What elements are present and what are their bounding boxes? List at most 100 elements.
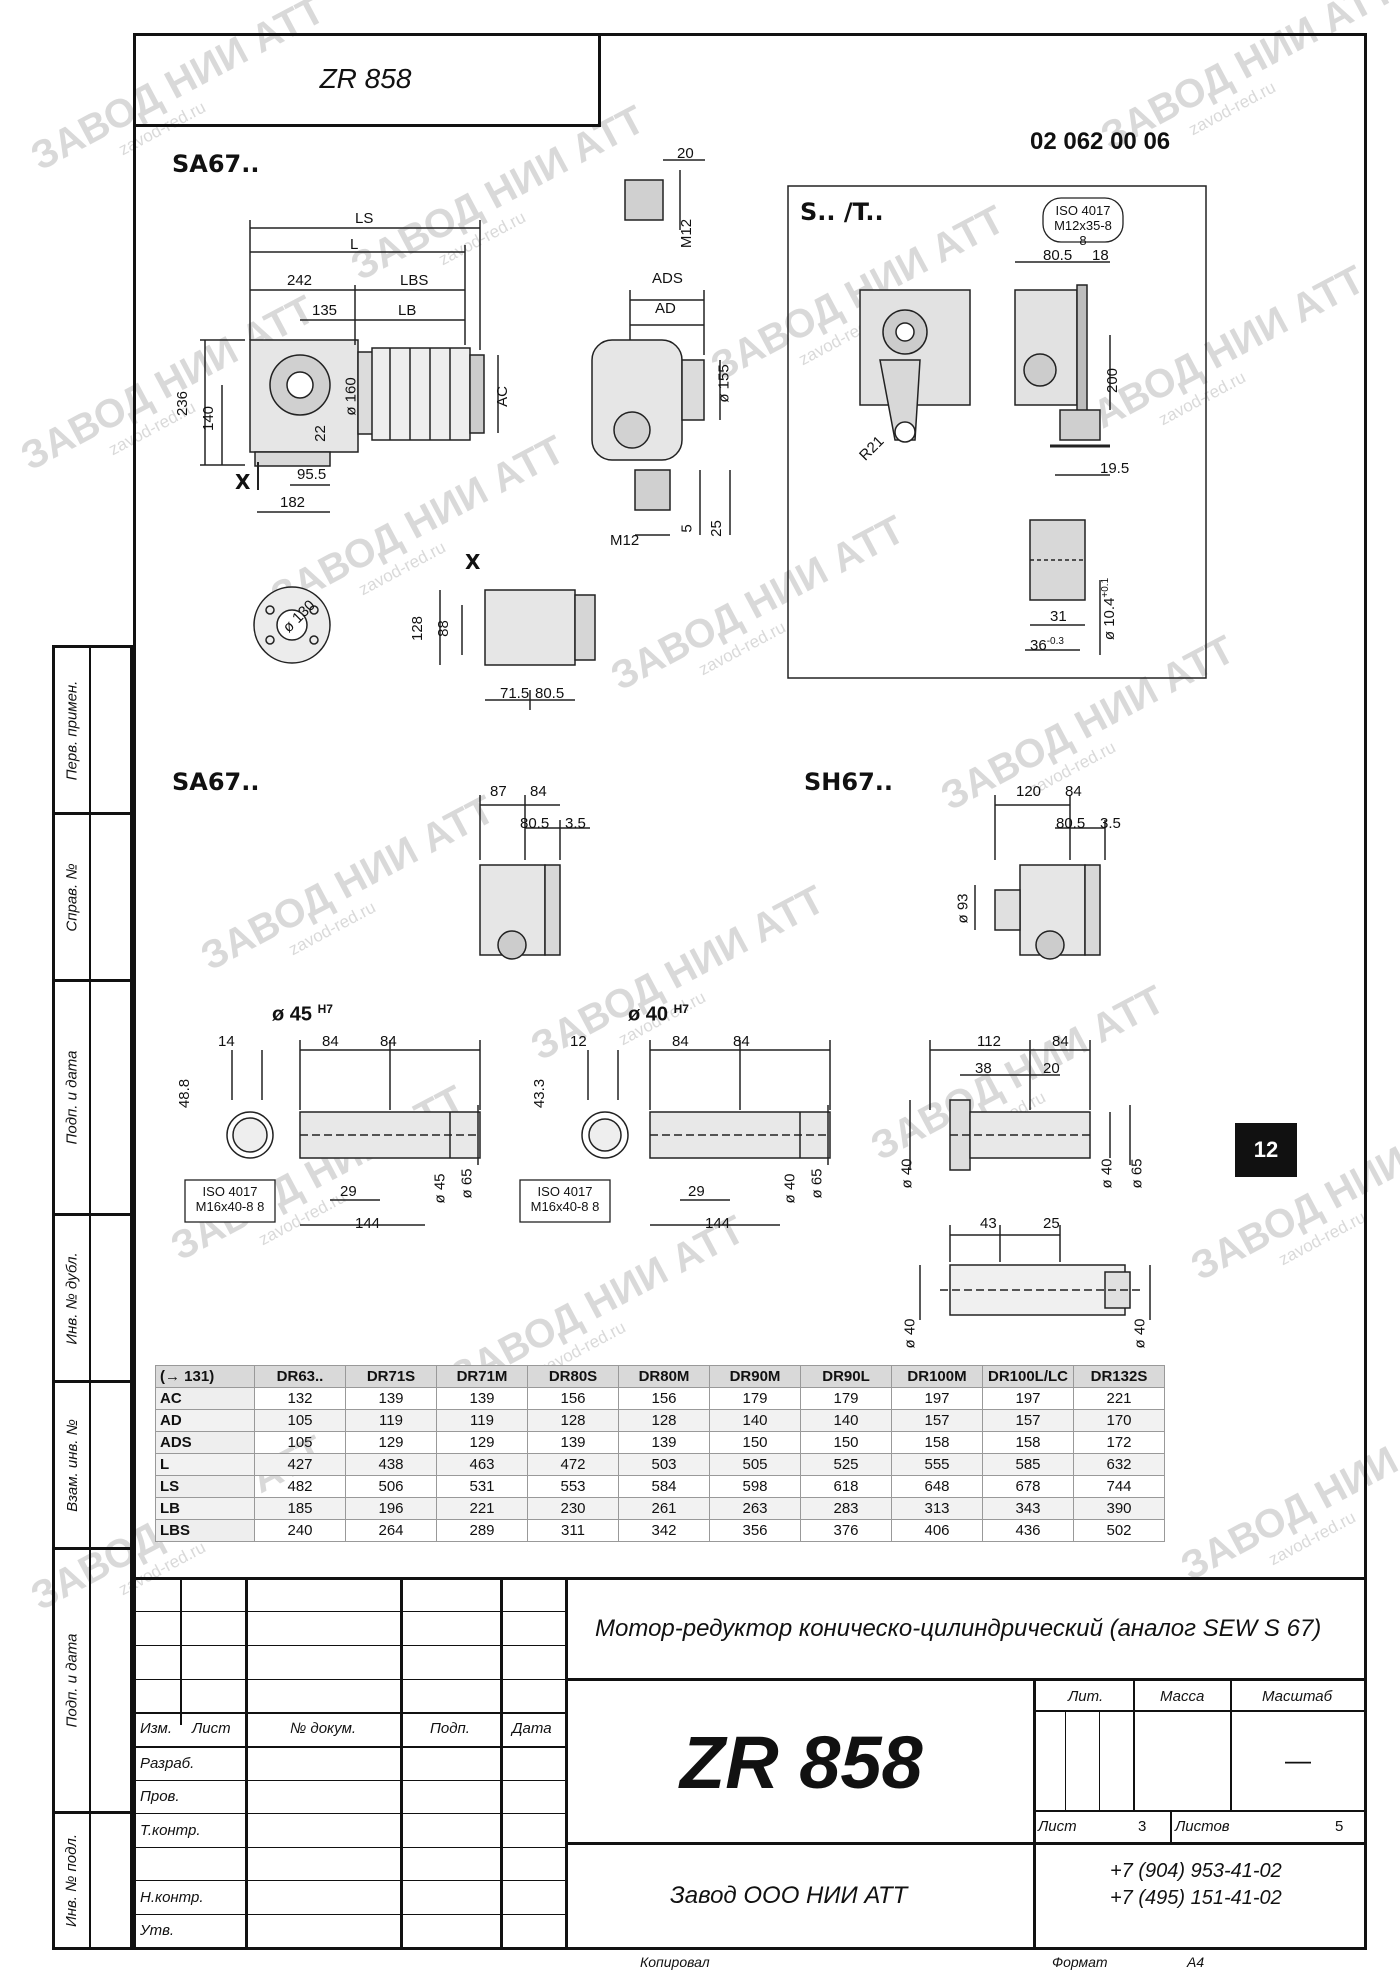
dim-label: 140 bbox=[200, 405, 218, 432]
dim-label: 80.5 bbox=[1056, 815, 1086, 832]
table-row-label: AC bbox=[155, 1387, 255, 1410]
tb-line bbox=[565, 1842, 1367, 1845]
table-row-label: LS bbox=[155, 1475, 255, 1498]
table-cell: 140 bbox=[709, 1409, 801, 1432]
dim-label: 87 bbox=[490, 783, 507, 800]
table-cell: 105 bbox=[254, 1431, 346, 1454]
dim-label: 80.5 bbox=[520, 815, 550, 832]
dim-label: 84 bbox=[322, 1033, 339, 1050]
tb-nkontr: Н.контр. bbox=[140, 1889, 204, 1906]
dim-label: 84 bbox=[672, 1033, 689, 1050]
tb-line bbox=[180, 1577, 182, 1725]
tb-line bbox=[133, 1780, 565, 1781]
dim-label: 84 bbox=[380, 1033, 397, 1050]
table-cell: 585 bbox=[982, 1453, 1074, 1476]
table-cell: 648 bbox=[891, 1475, 983, 1498]
tb-line bbox=[1033, 1678, 1036, 1950]
dim-label: 84 bbox=[1052, 1033, 1069, 1050]
table-cell: 502 bbox=[1073, 1519, 1165, 1542]
table-cell: 618 bbox=[800, 1475, 892, 1498]
table-row-label: LB bbox=[155, 1497, 255, 1520]
dim-label: 200 bbox=[1104, 367, 1122, 394]
dim-label: 128 bbox=[409, 615, 427, 642]
dim-label: 95.5 bbox=[297, 466, 327, 483]
label-shaft-40: ø 40 H7 bbox=[628, 1002, 689, 1026]
table-column-header: DR90M bbox=[709, 1365, 801, 1388]
tb-line bbox=[1033, 1710, 1367, 1712]
header-code: ZR 858 bbox=[133, 33, 601, 127]
table-cell: 555 bbox=[891, 1453, 983, 1476]
table-cell: 264 bbox=[345, 1519, 437, 1542]
tb-line bbox=[565, 1678, 1367, 1681]
tb-scale-value: — bbox=[1285, 1745, 1311, 1775]
dim-label: 25 bbox=[707, 520, 725, 537]
table-cell: 525 bbox=[800, 1453, 892, 1476]
table-cell: 356 bbox=[709, 1519, 801, 1542]
tb-line bbox=[133, 1746, 565, 1748]
table-column-header: DR100M bbox=[891, 1365, 983, 1388]
dim-label: 20 bbox=[677, 145, 694, 162]
table-cell: 311 bbox=[527, 1519, 619, 1542]
dim-label: 22 bbox=[311, 425, 329, 442]
table-cell: 139 bbox=[436, 1387, 528, 1410]
tb-line bbox=[133, 1847, 565, 1848]
table-cell: 139 bbox=[345, 1387, 437, 1410]
tb-mass: Масса bbox=[1160, 1688, 1205, 1705]
tb-line bbox=[133, 1577, 1367, 1580]
dim-label: M12 bbox=[610, 532, 640, 549]
tb-line bbox=[133, 1645, 565, 1646]
dim-label: 71.5 bbox=[500, 685, 530, 702]
table-row-label: AD bbox=[155, 1409, 255, 1432]
dim-label: 14 bbox=[218, 1033, 235, 1050]
table-cell: 506 bbox=[345, 1475, 437, 1498]
table-cell: 261 bbox=[618, 1497, 710, 1520]
table-cell: 156 bbox=[618, 1387, 710, 1410]
table-cell: 139 bbox=[527, 1431, 619, 1454]
dim-label: ø 40 bbox=[898, 1158, 916, 1189]
dim-label: ø 155 bbox=[715, 364, 733, 403]
table-cell: 482 bbox=[254, 1475, 346, 1498]
dim-label: LB bbox=[398, 302, 417, 319]
dim-label: 112 bbox=[977, 1033, 1001, 1050]
dim-label: ø 40 bbox=[1098, 1158, 1116, 1189]
dim-label: ø 160 bbox=[342, 377, 360, 416]
table-column-header: DR63.. bbox=[254, 1365, 346, 1388]
table-cell: 744 bbox=[1073, 1475, 1165, 1498]
dim-label: 31 bbox=[1050, 608, 1067, 625]
dim-label: ø 65 bbox=[458, 1168, 476, 1199]
drawing-frame bbox=[133, 33, 1367, 1950]
dim-label: AC bbox=[493, 386, 511, 407]
dim-label: 84 bbox=[1065, 783, 1082, 800]
table-cell: 119 bbox=[436, 1409, 528, 1432]
tb-line bbox=[500, 1577, 503, 1950]
dim-label: 135 bbox=[312, 302, 338, 319]
tb-format: Формат bbox=[1052, 1954, 1108, 1970]
side-cell-podp2: Подп. и дата bbox=[52, 1547, 133, 1814]
dim-label: AD bbox=[655, 300, 676, 317]
label-sa67-top: SA67.. bbox=[172, 150, 260, 178]
table-cell: 406 bbox=[891, 1519, 983, 1542]
table-column-header: DR90L bbox=[800, 1365, 892, 1388]
tb-line bbox=[400, 1577, 403, 1950]
doc-number: 02 062 00 06 bbox=[1030, 128, 1171, 155]
table-cell: 105 bbox=[254, 1409, 346, 1432]
tb-sheets-num: 5 bbox=[1335, 1818, 1344, 1835]
technical-drawings bbox=[184, 159, 1207, 1320]
table-cell: 129 bbox=[345, 1431, 437, 1454]
table-cell: 132 bbox=[254, 1387, 346, 1410]
table-cell: 472 bbox=[527, 1453, 619, 1476]
dim-label: 3.5 bbox=[1100, 815, 1121, 832]
tb-line bbox=[565, 1577, 568, 1950]
dim-label: 182 bbox=[280, 494, 306, 511]
table-cell: 157 bbox=[982, 1409, 1074, 1432]
table-cell: 531 bbox=[436, 1475, 528, 1498]
table-cell: 221 bbox=[436, 1497, 528, 1520]
dim-label: 29 bbox=[688, 1183, 705, 1200]
table-cell: 283 bbox=[800, 1497, 892, 1520]
table-cell: 263 bbox=[709, 1497, 801, 1520]
table-cell: 553 bbox=[527, 1475, 619, 1498]
